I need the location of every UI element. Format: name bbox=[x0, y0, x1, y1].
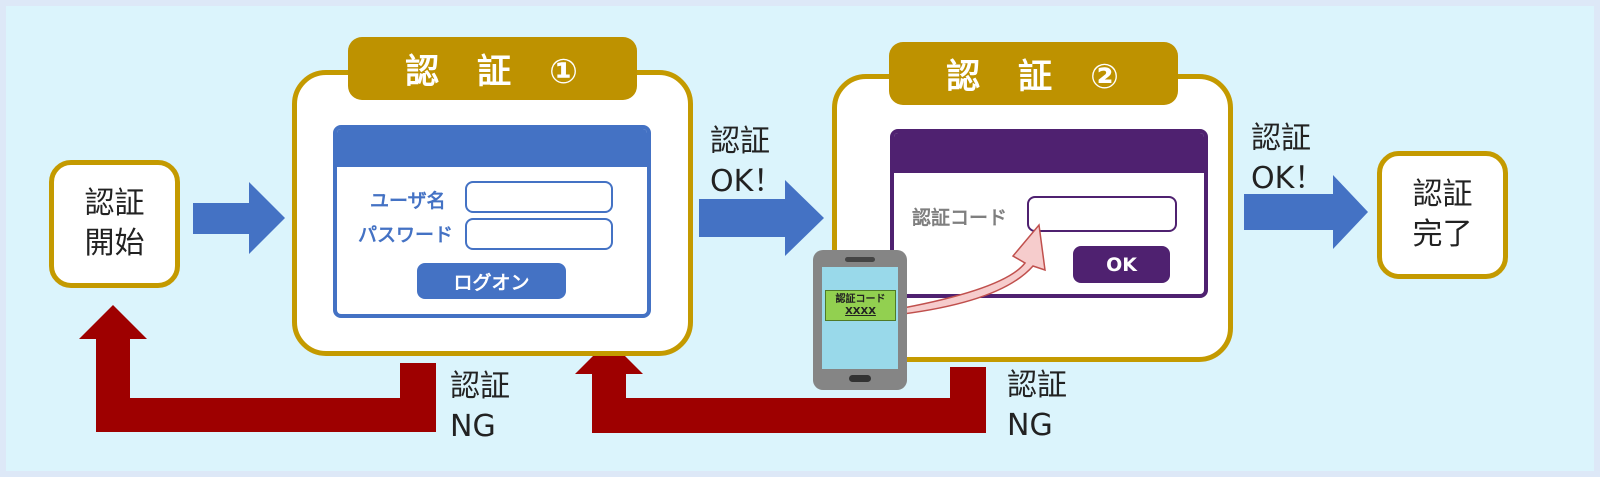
arrow-ng1-return bbox=[79, 305, 436, 432]
ok2-label: 認証 OK！ bbox=[1251, 119, 1324, 199]
auth2-tab: 認 証 ② bbox=[889, 42, 1178, 105]
ok1-line1: 認証 bbox=[710, 124, 770, 159]
auth-code-input[interactable] bbox=[1027, 196, 1177, 232]
password-input[interactable] bbox=[465, 218, 613, 250]
arrow-ng2-return bbox=[575, 340, 986, 433]
password-label: パスワード bbox=[358, 224, 454, 246]
arrow-auth2-to-done bbox=[1244, 175, 1368, 249]
ng1-line1: 認証 bbox=[450, 369, 510, 404]
start-node-line1: 認証 bbox=[84, 186, 145, 221]
ng1-line2: NG bbox=[450, 409, 496, 444]
diagram-canvas: 認証 開始 認 証 ① ユーザ名 パスワード ログオン 認証 OK！ 認 証 ②… bbox=[6, 6, 1594, 471]
ok2-line2: OK！ bbox=[1251, 161, 1325, 196]
ok1-label: 認証 OK！ bbox=[710, 122, 783, 202]
done-node: 認証 完了 bbox=[1377, 151, 1508, 279]
auth1-tab: 認 証 ① bbox=[348, 37, 637, 100]
arrow-auth1-to-auth2 bbox=[699, 180, 824, 256]
code-window-titlebar bbox=[894, 133, 1204, 173]
logon-button[interactable]: ログオン bbox=[417, 263, 566, 299]
phone-code-value: XXXX bbox=[845, 305, 876, 317]
ng2-line2: NG bbox=[1007, 408, 1053, 443]
auth-code-label: 認証コード bbox=[912, 207, 1008, 229]
smartphone: 認証コード XXXX bbox=[813, 250, 907, 390]
ng2-line1: 認証 bbox=[1007, 368, 1067, 403]
ok1-line2: OK！ bbox=[710, 164, 784, 199]
done-node-line1: 認証 bbox=[1412, 177, 1473, 212]
ng2-label: 認証 NG bbox=[1007, 366, 1067, 446]
ok2-line1: 認証 bbox=[1251, 121, 1311, 156]
login-window-titlebar bbox=[337, 129, 647, 167]
phone-code-box: 認証コード XXXX bbox=[825, 290, 896, 321]
phone-code-label: 認証コード bbox=[835, 293, 886, 305]
username-input[interactable] bbox=[465, 181, 613, 213]
done-node-line2: 完了 bbox=[1412, 217, 1473, 252]
username-label: ユーザ名 bbox=[370, 190, 446, 212]
start-node: 認証 開始 bbox=[49, 160, 180, 288]
code-transfer-arrow-layer bbox=[902, 223, 1046, 315]
arrows-layer bbox=[79, 175, 1368, 433]
phone-speaker bbox=[845, 257, 875, 262]
arrow-start-to-auth1 bbox=[193, 182, 285, 254]
ng1-label: 認証 NG bbox=[450, 367, 510, 447]
phone-home-button bbox=[849, 375, 871, 382]
start-node-line2: 開始 bbox=[84, 226, 145, 261]
code-transfer-arrow bbox=[902, 223, 1046, 315]
auth2-ok-button[interactable]: OK bbox=[1073, 246, 1170, 283]
